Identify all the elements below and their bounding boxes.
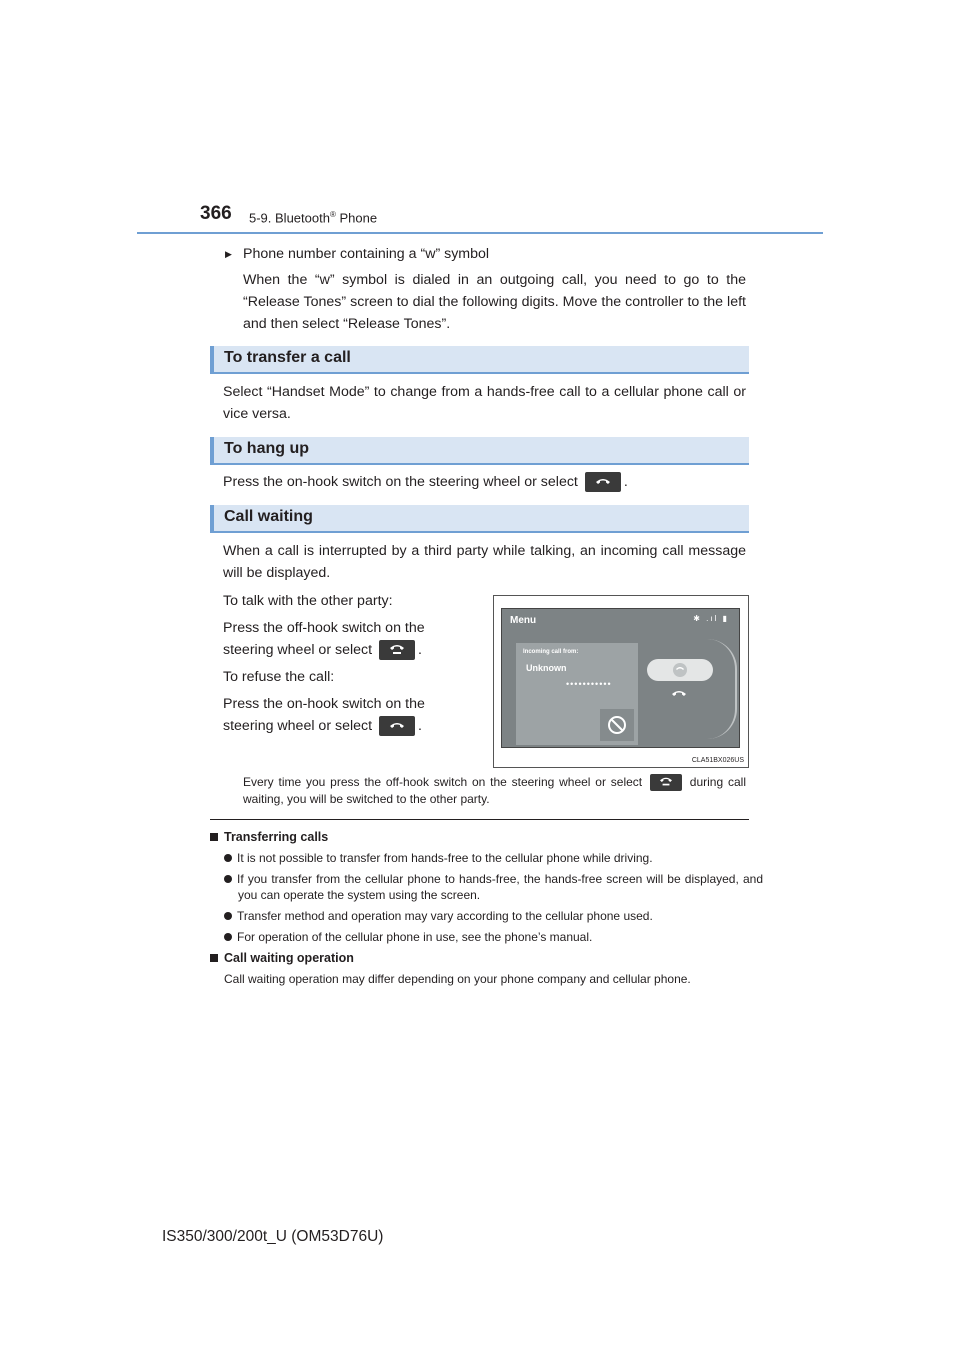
section-prefix: 5-9. Bluetooth: [249, 210, 330, 226]
status-icons: ✱ .ıl ▮: [693, 614, 729, 623]
hang-up-heading: To hang up: [224, 440, 310, 457]
list-item: It is not possible to transfer from hand…: [224, 850, 763, 866]
square-bullet-icon: [210, 954, 218, 962]
talk-body: Press the off-hook switch on the steerin…: [223, 620, 425, 658]
refuse-body: Press the on-hook switch on the steering…: [223, 696, 425, 734]
hang-up-body: Press the on-hook switch on the steering…: [223, 474, 578, 490]
w-symbol-title: Phone number containing a “w” symbol: [243, 246, 490, 262]
round-bullet-icon: [224, 912, 232, 920]
arrow-bullet-icon: ▶: [225, 249, 232, 259]
round-bullet-icon: [224, 854, 232, 862]
transfer-heading-bar: To transfer a call: [210, 346, 749, 374]
menu-label: Menu: [510, 615, 537, 626]
scroll-arc: [707, 639, 737, 739]
no-entry-icon: [608, 716, 626, 734]
list-item: Transfer method and operation may vary a…: [224, 908, 763, 924]
refuse-paragraph: Press the on-hook switch on the steering…: [223, 693, 478, 737]
hang-up-icon: [390, 723, 404, 729]
list-item-text: If you transfer from the cellular phone …: [237, 872, 763, 902]
section-suffix: Phone: [335, 210, 378, 226]
call-waiting-heading: Call waiting: [224, 508, 313, 525]
answer-button[interactable]: [379, 640, 415, 661]
incoming-call-screen-illustration: Menu ✱ .ıl ▮ Incoming call from: Unknown…: [493, 595, 749, 768]
phone-answer-icon: [659, 778, 672, 786]
transfer-body: Select “Handset Mode” to change from a h…: [223, 384, 746, 422]
talk-label: To talk with the other party:: [223, 593, 393, 609]
hang-up-icon: [672, 691, 686, 696]
reject-button[interactable]: [600, 709, 634, 741]
note-text-after: during call waiting, you will be switche…: [243, 775, 746, 807]
image-code: CLA51BX026US: [691, 757, 744, 764]
refuse-button[interactable]: [379, 716, 415, 737]
footer-model: IS350/300/200t_U (OM53D76U): [162, 1228, 384, 1245]
header-rule: [137, 232, 823, 234]
transfer-heading: To transfer a call: [224, 349, 351, 366]
hang-up-button[interactable]: [584, 472, 621, 493]
hang-up-period: .: [623, 474, 628, 490]
incoming-call-panel: Incoming call from: Unknown •••••••••••: [516, 643, 638, 745]
note-answer-button[interactable]: [649, 774, 682, 792]
transferring-calls-heading: Transferring calls: [210, 829, 749, 845]
list-item: For operation of the cellular phone in u…: [224, 929, 763, 945]
section-divider: [210, 819, 749, 820]
talk-period: .: [418, 642, 422, 658]
call-waiting-note: Every time you press the off-hook switch…: [243, 774, 746, 807]
call-waiting-operation-heading: Call waiting operation: [210, 950, 749, 966]
refuse-period: .: [418, 718, 422, 734]
answer-call-button[interactable]: [647, 659, 713, 681]
page-number: 366: [200, 203, 232, 224]
caller-name: Unknown: [526, 663, 567, 673]
transferring-calls-title: Transferring calls: [224, 830, 329, 844]
round-bullet-icon: [224, 875, 232, 883]
call-waiting-heading-bar: Call waiting: [210, 505, 749, 533]
refuse-label: To refuse the call:: [223, 669, 335, 685]
list-item-text: For operation of the cellular phone in u…: [237, 930, 593, 944]
progress-dots: •••••••••••: [566, 679, 612, 689]
call-waiting-operation-body: Call waiting operation may differ depend…: [224, 972, 691, 986]
square-bullet-icon: [210, 833, 218, 841]
list-item: If you transfer from the cellular phone …: [224, 871, 763, 903]
list-item-text: Transfer method and operation may vary a…: [237, 909, 653, 923]
call-waiting-operation-title: Call waiting operation: [224, 951, 354, 965]
incoming-call-label: Incoming call from:: [523, 649, 579, 655]
phone-answer-icon: [390, 645, 404, 655]
section-title: 5-9. Bluetooth® Phone: [249, 210, 377, 225]
list-item-text: It is not possible to transfer from hand…: [237, 851, 653, 865]
w-symbol-body: When the “w” symbol is dialed in an outg…: [243, 272, 746, 332]
phone-answer-icon: [673, 663, 687, 677]
call-waiting-intro: When a call is interrupted by a third pa…: [223, 543, 746, 581]
call-waiting-instructions: To talk with the other party: Press the …: [223, 590, 478, 742]
display-screen: Menu ✱ .ıl ▮ Incoming call from: Unknown…: [501, 608, 740, 748]
hang-up-heading-bar: To hang up: [210, 437, 749, 465]
hang-up-icon: [595, 479, 610, 485]
talk-paragraph: Press the off-hook switch on the steerin…: [223, 617, 478, 661]
registered-mark: ®: [329, 210, 336, 219]
note-text-before: Every time you press the off-hook switch…: [243, 775, 643, 789]
round-bullet-icon: [224, 933, 232, 941]
hang-up-paragraph: Press the on-hook switch on the steering…: [223, 471, 746, 493]
